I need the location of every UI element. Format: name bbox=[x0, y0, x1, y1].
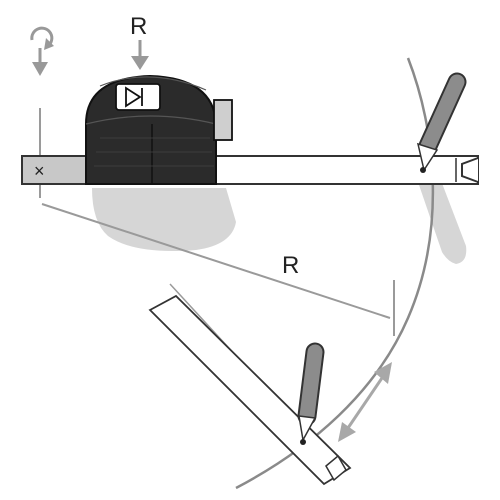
rotated-tape-blade bbox=[148, 294, 352, 486]
radius-label: R bbox=[282, 252, 299, 279]
pencil-shadow-top bbox=[418, 178, 467, 264]
pivot-mark: × bbox=[34, 161, 45, 181]
top-radius-label: R bbox=[130, 13, 147, 40]
pencil-icon bbox=[416, 72, 467, 173]
rotated-tape-hook bbox=[325, 454, 347, 482]
rotate-arrow-icon bbox=[30, 26, 54, 76]
pencil-icon-lower bbox=[297, 342, 325, 445]
tape-blade-end-left bbox=[21, 155, 87, 185]
down-arrow-icon bbox=[131, 40, 149, 70]
tape-measure-shadow bbox=[92, 188, 236, 252]
tape-hook bbox=[461, 157, 479, 183]
double-arrow-icon bbox=[338, 362, 392, 442]
tape-measure-icon bbox=[85, 74, 233, 185]
tape-belt-clip bbox=[213, 99, 233, 141]
tape-lock-button bbox=[115, 83, 161, 111]
radius-line bbox=[41, 203, 391, 319]
